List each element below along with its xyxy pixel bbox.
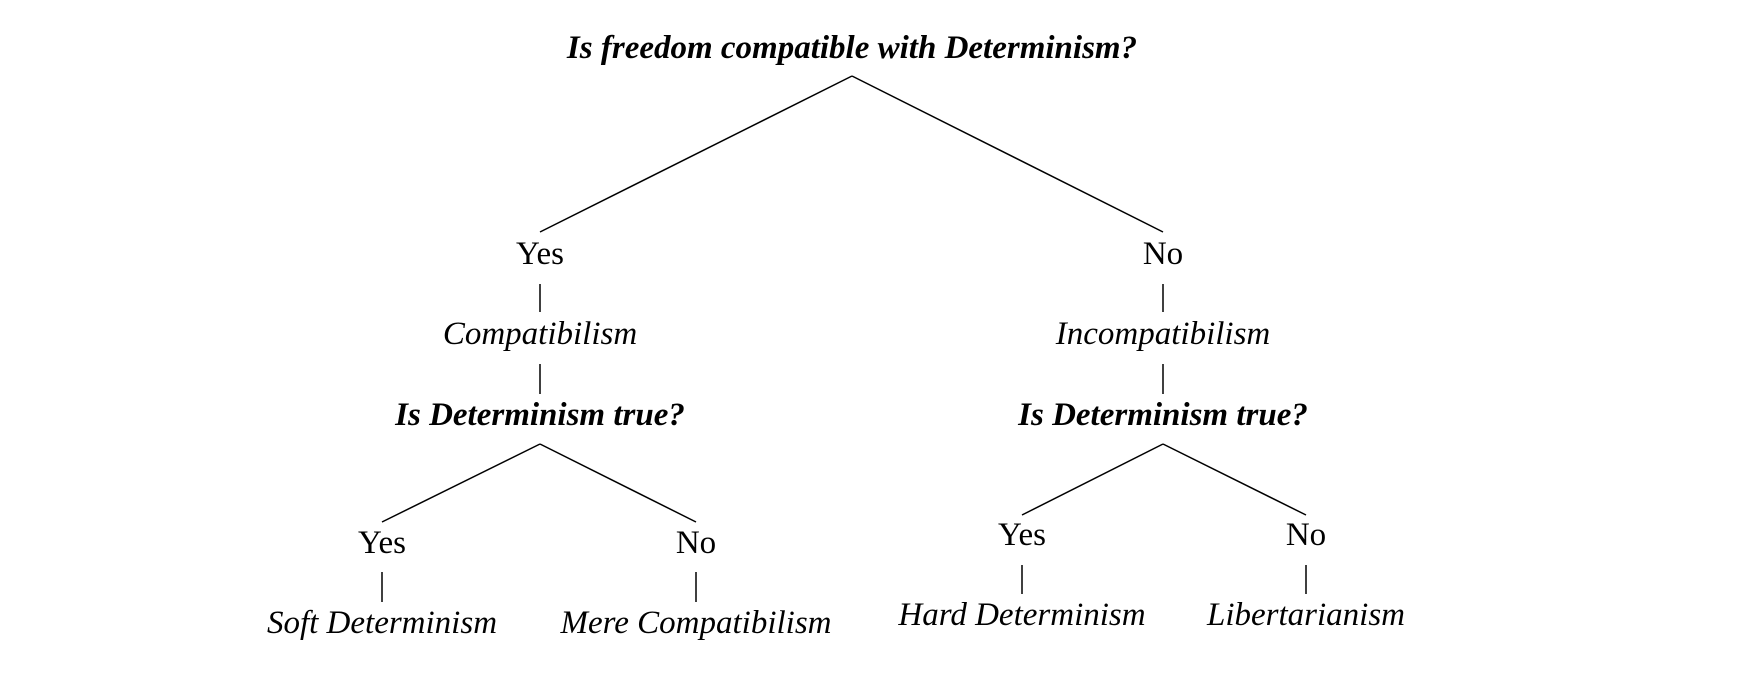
left-sub-answer-yes: Yes <box>357 525 407 561</box>
root-question: Is freedom compatible with Determinism? <box>566 30 1138 66</box>
edge-right-question-to-yes <box>1021 443 1164 516</box>
position-compatibilism: Compatibilism <box>442 316 638 352</box>
edge-left-question-to-no <box>539 443 697 523</box>
left-sub-answer-no: No <box>675 525 717 561</box>
position-libertarianism: Libertarianism <box>1206 597 1406 633</box>
right-sub-answer-no: No <box>1285 517 1327 553</box>
position-soft-determinism: Soft Determinism <box>266 605 498 641</box>
position-mere-compatibilism: Mere Compatibilism <box>560 605 832 641</box>
position-hard-determinism: Hard Determinism <box>898 597 1146 633</box>
right-sub-answer-yes: Yes <box>997 517 1047 553</box>
right-answer-no: No <box>1142 236 1184 272</box>
position-incompatibilism: Incompatibilism <box>1055 316 1271 352</box>
left-sub-question: Is Determinism true? <box>395 397 685 433</box>
edge-right-question-to-no <box>1162 443 1307 516</box>
edge-root-to-no <box>851 75 1164 233</box>
left-answer-yes: Yes <box>515 236 565 272</box>
edge-left-question-to-yes <box>381 443 541 523</box>
right-sub-question: Is Determinism true? <box>1018 397 1308 433</box>
edge-root-to-yes <box>539 75 853 233</box>
